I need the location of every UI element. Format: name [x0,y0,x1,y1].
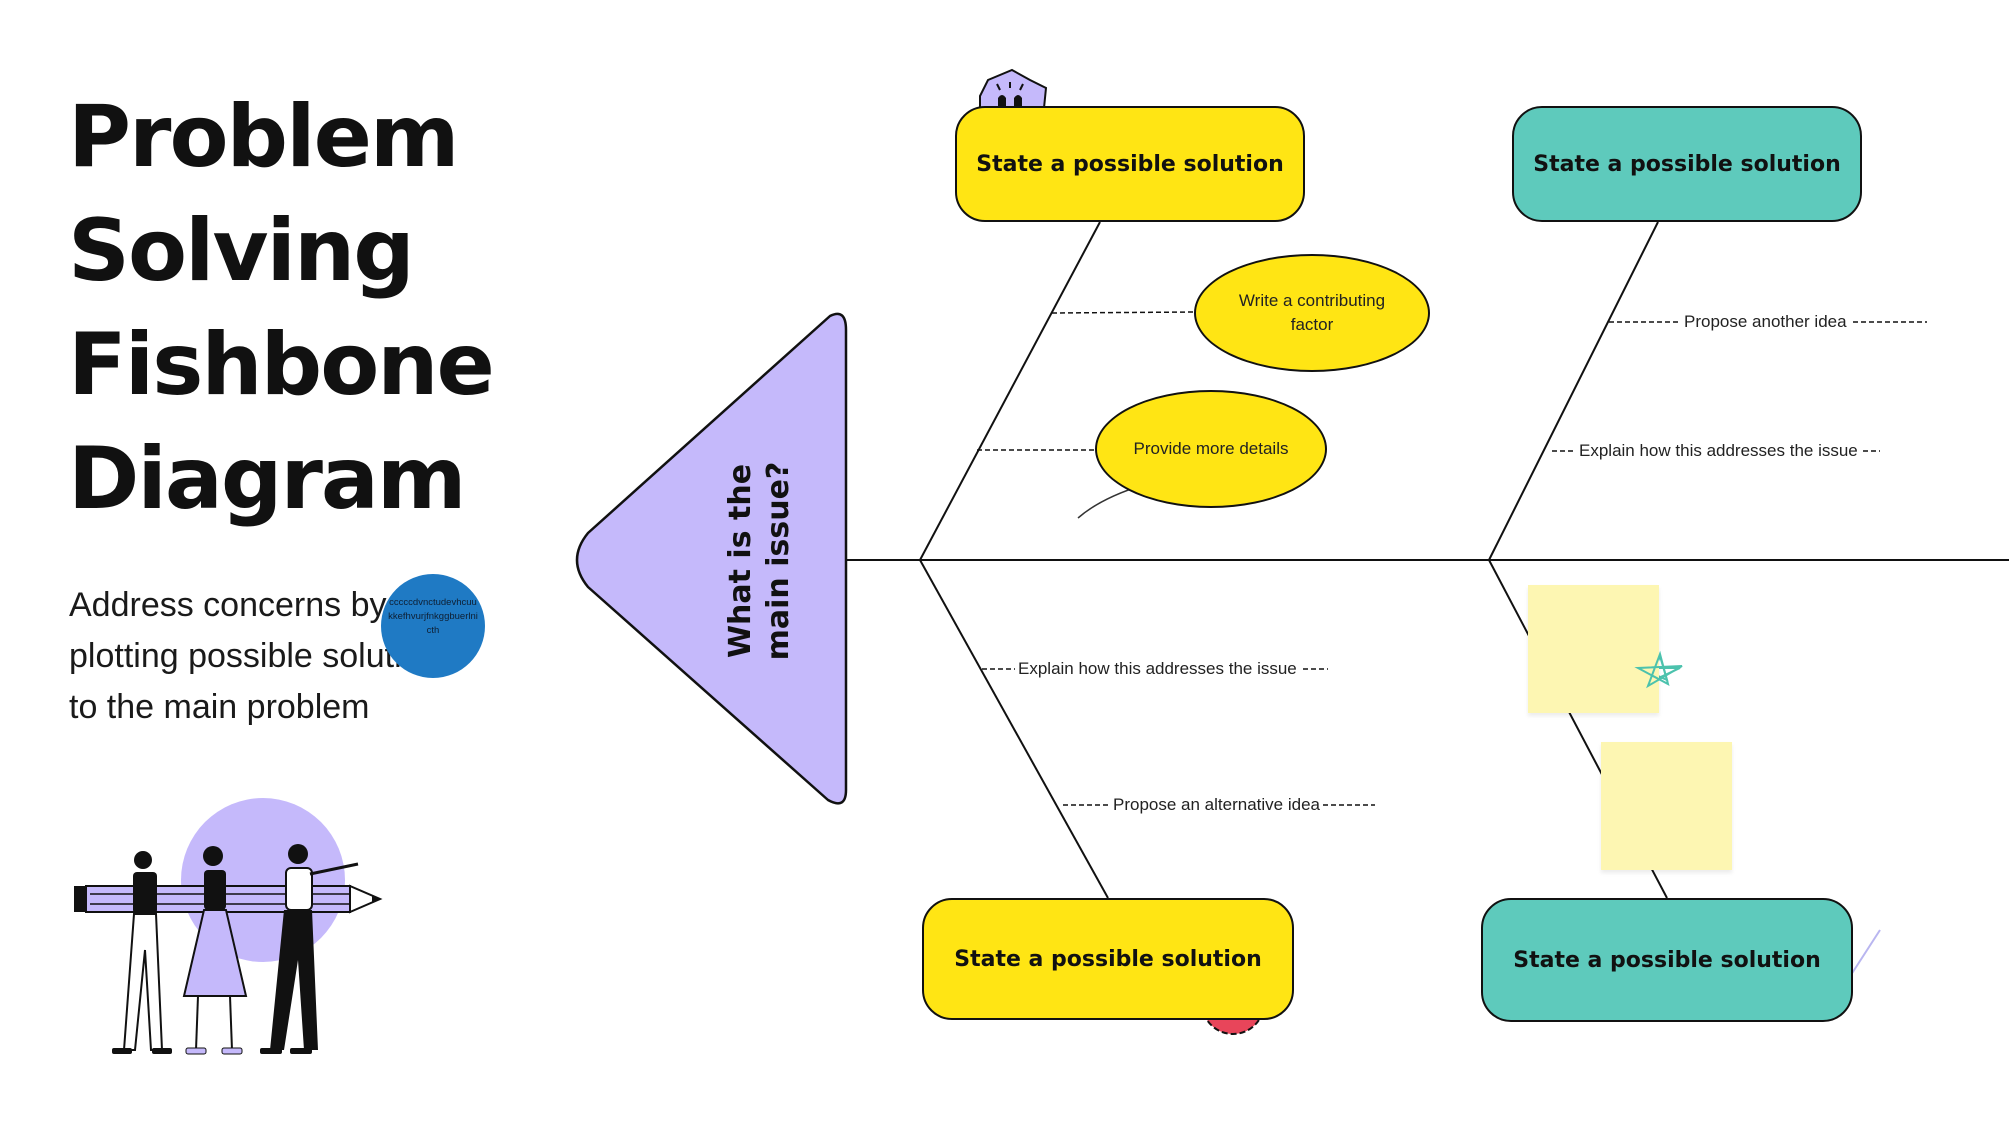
sticky-note-1[interactable] [1528,585,1659,713]
solution-box-top-left[interactable]: State a possible solution [955,106,1305,222]
page-subtitle: Address concerns by plotting possible so… [69,580,509,733]
title-line-4: Diagram [68,429,467,529]
contributing-factor-line-2: factor [1290,315,1334,334]
page-title: Problem Solving Fishbone Diagram [68,80,495,536]
branch-label-propose-alternative[interactable]: Propose an alternative idea [1110,795,1323,815]
solution-bottom-right-text: State a possible solution [1513,947,1821,973]
solution-top-right-text: State a possible solution [1533,151,1841,177]
solution-box-bottom-left[interactable]: State a possible solution [922,898,1294,1020]
bone-top-left [919,221,1101,561]
branch-label-propose-another[interactable]: Propose another idea [1681,312,1850,332]
solution-box-top-right[interactable]: State a possible solution [1512,106,1862,222]
solution-top-left-text: State a possible solution [976,151,1284,177]
solution-bottom-left-text: State a possible solution [954,946,1262,972]
title-line-2: Solving [68,201,415,301]
more-details-ellipse[interactable]: Provide more details [1095,390,1327,508]
fish-head-shape [575,312,848,805]
main-issue-line-1: What is the [723,463,758,659]
branch-label-explain-top[interactable]: Explain how this addresses the issue [1576,441,1861,461]
contributing-factor-line-1: Write a contributing [1238,291,1386,310]
more-details-text: Provide more details [1133,439,1289,458]
bone-top-right [1488,221,1659,561]
title-line-1: Problem [68,87,460,187]
branch-label-explain-bottom[interactable]: Explain how this addresses the issue [1015,659,1300,679]
people-carrying-pencil-illustration [74,798,383,1055]
sticky-note-2[interactable] [1601,742,1732,870]
contributing-factor-ellipse[interactable]: Write a contributing factor [1194,254,1430,372]
main-issue-line-2: main issue? [761,461,796,661]
subtitle-line-3: to the main problem [69,688,370,726]
title-line-3: Fishbone [68,315,495,415]
bone-bottom-left [919,559,1109,899]
subtitle-line-1: Address concerns by [69,586,387,624]
cursor-bubble-text: cccccdvnctudevhcuukkefhvurjfnkggbuerlnic… [388,597,478,636]
solution-box-bottom-right[interactable]: State a possible solution [1481,898,1853,1022]
connector-contributing [1051,311,1197,314]
collaborator-cursor-bubble[interactable]: cccccdvnctudevhcuukkefhvurjfnkggbuerlnic… [381,574,485,678]
